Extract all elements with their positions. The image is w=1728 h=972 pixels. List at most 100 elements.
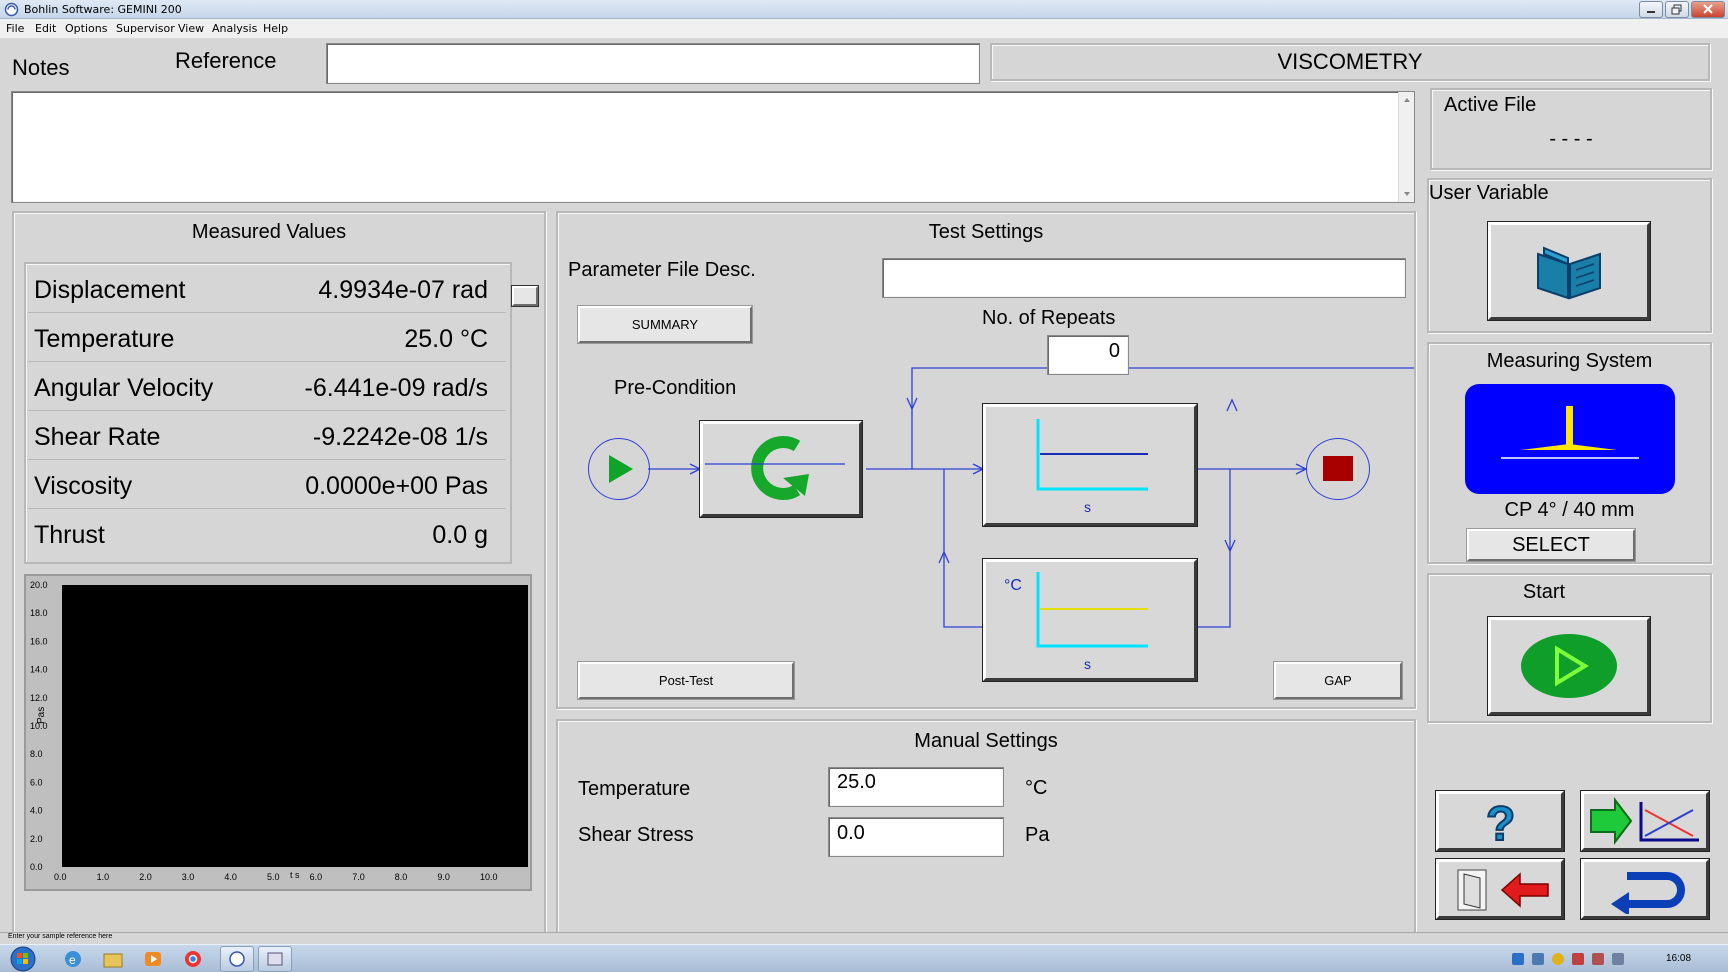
help-button[interactable]: ? [1435, 790, 1565, 852]
manual-temp-label: Temperature [578, 778, 691, 800]
x-tick-label: 7.0 [352, 872, 365, 882]
y-tick-label: 2.0 [30, 834, 43, 844]
scroll-arrows-icon [1404, 98, 1410, 196]
notes-textarea[interactable] [11, 91, 1415, 203]
reference-input[interactable] [326, 43, 980, 84]
minimize-icon [1647, 11, 1655, 13]
menu-bar: File Edit Options Supervisor View Analys… [0, 19, 1728, 39]
exit-door-icon [1457, 869, 1549, 911]
user-variable-button[interactable] [1487, 221, 1651, 321]
app-icon [4, 2, 19, 17]
repeats-input[interactable]: 0 [1047, 335, 1129, 375]
y-tick-label: 14.0 [30, 665, 48, 675]
menu-help[interactable]: Help [263, 22, 289, 35]
x-tick-label: 9.0 [437, 872, 450, 882]
menu-view[interactable]: View [178, 22, 205, 35]
start-play-icon [1521, 634, 1617, 698]
start-orb-icon[interactable] [8, 945, 38, 972]
minimize-button[interactable] [1639, 1, 1663, 18]
repeats-label: No. of Repeats [982, 307, 1116, 329]
shear-stress-label: Shear Stress [578, 824, 694, 846]
y-tick-label: 12.0 [30, 693, 48, 703]
tray-network-icon[interactable] [1532, 953, 1544, 965]
temperature-step-button[interactable]: s °C [982, 558, 1198, 682]
notes-scrollbar[interactable] [1398, 92, 1414, 202]
active-file-panel: Active File - - - - [1430, 88, 1712, 170]
mv-value: -6.441e-09 rad/s [304, 374, 488, 402]
tray-flag-icon[interactable] [1572, 953, 1584, 965]
ie-icon[interactable]: e [62, 949, 84, 969]
media-player-icon[interactable] [142, 949, 164, 969]
restore-button[interactable] [1665, 1, 1689, 18]
main-area: Notes Reference VISCOMETRY Measured Valu… [0, 39, 1728, 967]
close-button[interactable] [1691, 1, 1725, 18]
reference-label: Reference [175, 48, 277, 73]
mv-value: -9.2242e-08 1/s [312, 423, 488, 451]
export-chart-button[interactable] [1580, 790, 1710, 852]
y-tick-label: 16.0 [30, 636, 48, 646]
mv-name: Angular Velocity [34, 374, 214, 402]
x-tick-label: 5.0 [267, 872, 280, 882]
manual-temp-unit: °C [1025, 777, 1048, 799]
folder-icon[interactable] [102, 949, 124, 969]
table-row: Angular Velocity -6.441e-09 rad/s [28, 362, 506, 411]
window-app-icon [267, 952, 283, 966]
taskbar: e 16:08 [0, 944, 1728, 972]
tray-battery-icon[interactable] [1592, 953, 1604, 965]
start-button[interactable] [1487, 616, 1651, 716]
user-variable-label: User Variable [1429, 182, 1549, 204]
clock[interactable]: 16:08 [1666, 953, 1692, 964]
mv-value: 4.9934e-07 rad [318, 276, 488, 304]
menu-options[interactable]: Options [65, 22, 108, 35]
restore-icon [1671, 4, 1682, 15]
manual-settings-title: Manual Settings [914, 730, 1058, 752]
gap-button[interactable]: GAP [1273, 661, 1403, 700]
param-desc-input[interactable] [882, 258, 1406, 298]
svg-text:°C: °C [1004, 577, 1022, 594]
run-sequence-button[interactable] [588, 438, 650, 500]
tray-skype-icon[interactable] [1512, 953, 1524, 965]
manual-temp-input[interactable]: 25.0 [828, 767, 1004, 807]
status-text: Enter your sample reference here [8, 933, 113, 940]
tray-update-icon[interactable] [1552, 953, 1564, 965]
mv-value: 0.0 g [432, 521, 488, 549]
chrome-icon[interactable] [182, 949, 204, 969]
measured-values-title: Measured Values [191, 221, 347, 243]
select-button[interactable]: SELECT [1466, 528, 1636, 562]
tray-volume-icon[interactable] [1612, 953, 1624, 965]
play-icon [609, 455, 633, 483]
y-tick-label: 10.0 [30, 721, 48, 731]
return-arrow-icon [1611, 872, 1685, 914]
measuring-system-panel: Measuring System CP 4° / 40 mm SELECT [1427, 342, 1712, 564]
stop-sequence-button[interactable] [1306, 438, 1370, 500]
active-file-label: Active File [1444, 94, 1537, 116]
taskbar-gemini-button[interactable] [220, 946, 254, 972]
post-test-button[interactable]: Post-Test [577, 661, 795, 700]
x-axis-label: t s [290, 870, 300, 880]
exit-button[interactable] [1435, 858, 1565, 920]
taskbar-window-button[interactable] [258, 946, 292, 972]
expand-values-button[interactable] [511, 285, 539, 307]
summary-button[interactable]: SUMMARY [577, 305, 753, 344]
active-file-value: - - - - [1549, 128, 1593, 150]
svg-text:s: s [1084, 656, 1091, 672]
menu-supervisor[interactable]: Supervisor [116, 22, 175, 35]
menu-file[interactable]: File [6, 22, 25, 35]
shear-step-button[interactable]: s [982, 403, 1198, 527]
measuring-system-graphic [1465, 384, 1675, 494]
title-bar: Bohlin Software: GEMINI 200 [0, 0, 1728, 19]
cone-plate-icon [1501, 406, 1639, 459]
shear-stress-input[interactable]: 0.0 [828, 817, 1004, 857]
menu-edit[interactable]: Edit [35, 22, 57, 35]
precondition-step-button[interactable] [699, 420, 863, 518]
measuring-system-value: CP 4° / 40 mm [1504, 499, 1635, 521]
menu-analysis[interactable]: Analysis [212, 22, 258, 35]
svg-text:s: s [1084, 499, 1091, 515]
y-tick-label: 20.0 [30, 580, 48, 590]
x-tick-label: 8.0 [395, 872, 408, 882]
mv-value: 25.0 °C [404, 325, 488, 353]
return-button[interactable] [1580, 858, 1710, 920]
